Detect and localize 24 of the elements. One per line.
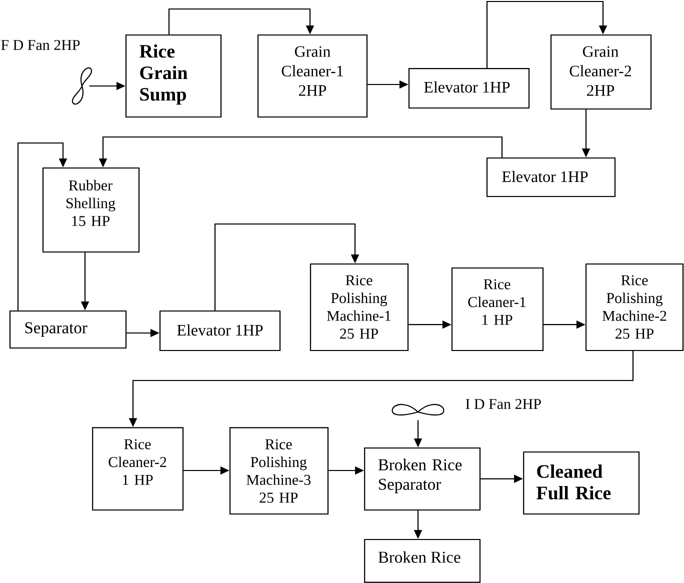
process-box: Rice Polishing Machine-1 25 HP: [310, 263, 409, 352]
arrow: [214, 223, 360, 310]
process-box: Separator: [9, 310, 127, 349]
process-box: Elevator 1HP: [159, 310, 281, 352]
process-box: Grain Cleaner-1 2HP: [257, 34, 368, 118]
fan-label: F D Fan 2HP: [1, 40, 80, 50]
process-box: Broken Rice Separator: [364, 447, 481, 511]
process-box: Rice Grain Sump: [125, 34, 222, 118]
process-box: Elevator 1HP: [486, 157, 616, 198]
process-box: Rice Cleaner-1 1 HP: [451, 267, 544, 352]
process-box: Rice Polishing Machine-3 25 HP: [229, 427, 329, 515]
arrow: [17, 142, 68, 310]
process-box: Broken Rice: [364, 538, 481, 583]
fan-icon: [392, 404, 444, 416]
process-box: Rubber Shelling 15 HP: [42, 167, 140, 253]
arrow: [486, 0, 608, 68]
process-box: Grain Cleaner-2 2HP: [550, 34, 652, 110]
process-box: Rice Cleaner-2 1 HP: [92, 427, 184, 511]
fan-icon: [72, 67, 92, 105]
process-box: Rice Polishing Machine-2 25 HP: [585, 263, 684, 352]
fan-label: I D Fan 2HP: [466, 398, 541, 410]
process-box: Elevator 1HP: [408, 68, 530, 109]
arrow: [168, 8, 314, 34]
process-box: Cleaned Full Rice: [523, 451, 640, 515]
